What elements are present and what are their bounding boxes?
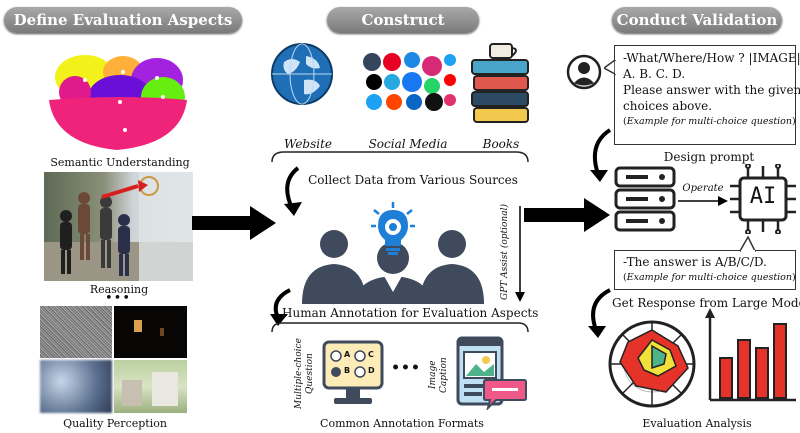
prompt-line-4: choices above. (623, 99, 713, 113)
prompt-line-2: A. B. C. D. (623, 67, 686, 81)
human-annotation-label: Human Annotation for Evaluation Aspects (282, 306, 539, 320)
prompt-bubble: -What/Where/How ? |IMAGE| A. B. C. D. Pl… (614, 45, 800, 145)
bar-chart-icon (705, 308, 796, 402)
ai-chip-icon: AI (728, 164, 798, 234)
prompt-bubble-tail (604, 60, 616, 76)
reasoning-image (44, 172, 193, 281)
banner-conduct-validation: Conduct Validation (612, 7, 782, 33)
collect-data-label: Collect Data from Various Sources (308, 173, 518, 187)
curved-arrow-collect (284, 166, 302, 216)
social-media-label: Social Media (368, 137, 448, 151)
books-icon (471, 43, 529, 123)
gpt-assist-label: GPT Assist (optional) (500, 204, 510, 300)
prompt-line-3: Please answer with the given (623, 83, 800, 97)
sources-bracket (271, 151, 529, 163)
formats-ellipsis: ••• (391, 360, 421, 376)
choice-b: B (344, 366, 351, 375)
design-prompt-label: Design prompt (663, 150, 755, 164)
curved-arrow-design (590, 128, 612, 182)
choice-c: C (368, 350, 374, 359)
curved-arrow-response (588, 288, 611, 338)
user-avatar-icon (566, 54, 602, 90)
overexposed-image (114, 360, 187, 413)
operate-arrow (678, 196, 728, 206)
semantic-understanding-image (45, 52, 190, 152)
common-formats-label: Common Annotation Formats (320, 417, 484, 430)
reasoning-label: Reasoning (89, 283, 149, 296)
website-label: Website (283, 137, 333, 151)
prompt-note: Example for multi-choice question (626, 116, 793, 127)
choice-d: D (368, 366, 375, 375)
monitor-quiz-icon: A C B D (322, 340, 384, 410)
arrow-define-to-construct (192, 206, 276, 240)
noise-image (40, 306, 112, 358)
curved-arrow-annotation (270, 288, 291, 326)
quality-perception-label: Quality Perception (63, 417, 167, 430)
answer-bubble: -The answer is A/B/C/D. (Example for mul… (614, 250, 796, 290)
answer-note: Example for multi-choice question (626, 272, 793, 283)
evaluation-analysis-label: Evaluation Analysis (642, 417, 752, 430)
banner-define-aspects: Define Evaluation Aspects (4, 7, 242, 33)
gpt-assist-arrow (515, 206, 525, 302)
books-label: Books (482, 137, 520, 151)
prompt-line-1: -What/Where/How ? |IMAGE| (623, 51, 800, 65)
semantic-understanding-label: Semantic Understanding (50, 156, 190, 169)
mcq-label: Multiple-choice Question (294, 338, 315, 410)
lowlight-image (114, 306, 187, 358)
social-media-icons (363, 52, 456, 111)
globe-icon (271, 43, 333, 105)
left-ellipsis: ••• (104, 291, 131, 306)
choice-a: A (344, 350, 351, 359)
people-icon (302, 230, 484, 304)
ai-chip-text: AI (749, 184, 777, 209)
radar-chart-icon (608, 320, 696, 408)
image-caption-label: Image Caption (428, 357, 449, 393)
answer-bubble-tail (740, 236, 756, 252)
server-icon (614, 166, 676, 232)
get-response-label: Get Response from Large Models (612, 296, 800, 310)
answer-line: -The answer is A/B/C/D. (623, 255, 767, 269)
lightbulb-gear-icon (371, 202, 415, 255)
operate-label: Operate (682, 183, 724, 194)
picture-caption-icon (456, 336, 527, 410)
blur-image (40, 360, 112, 413)
arrow-construct-to-validate (524, 198, 610, 232)
formats-bracket (271, 322, 529, 333)
banner-construct-dataset: Construct Dataset (327, 7, 479, 55)
